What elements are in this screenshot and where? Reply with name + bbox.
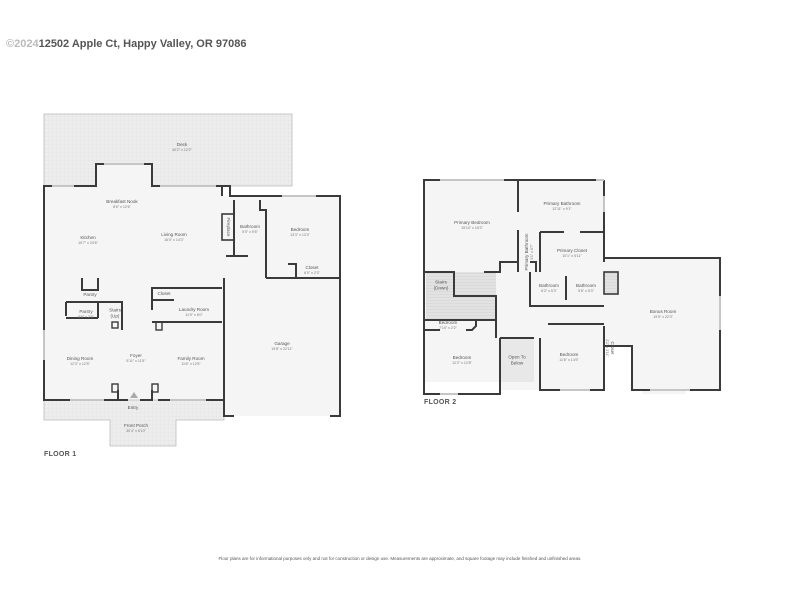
entry-arrow-icon (130, 392, 138, 398)
room-entry: Entry (127, 405, 139, 411)
room-fireplace: Fireplace (225, 217, 231, 237)
property-address: ©202412502 Apple Ct, Happy Valley, OR 97… (6, 38, 246, 50)
address-text: 12502 Apple Ct, Happy Valley, OR 97086 (38, 38, 247, 50)
room-stairs-down: Stairs (Down) (433, 279, 449, 290)
deck-area (43, 113, 293, 187)
room-closet-2: Closet (157, 291, 171, 297)
floor-2-plan (423, 179, 721, 395)
watermark: ©2024 (6, 38, 39, 50)
floor-1-label: FLOOR 1 (44, 451, 77, 458)
room-stairs-up: Stairs (Up) (109, 307, 121, 318)
floor-1-plan (43, 113, 341, 447)
floor-2-label: FLOOR 2 (424, 399, 457, 406)
room-pantry-small: Pantry (83, 292, 97, 298)
disclaimer-text: Floor plans are for informational purpos… (218, 556, 582, 561)
room-open-to-below: Open To Below (508, 354, 526, 365)
open-to-below (500, 338, 534, 382)
